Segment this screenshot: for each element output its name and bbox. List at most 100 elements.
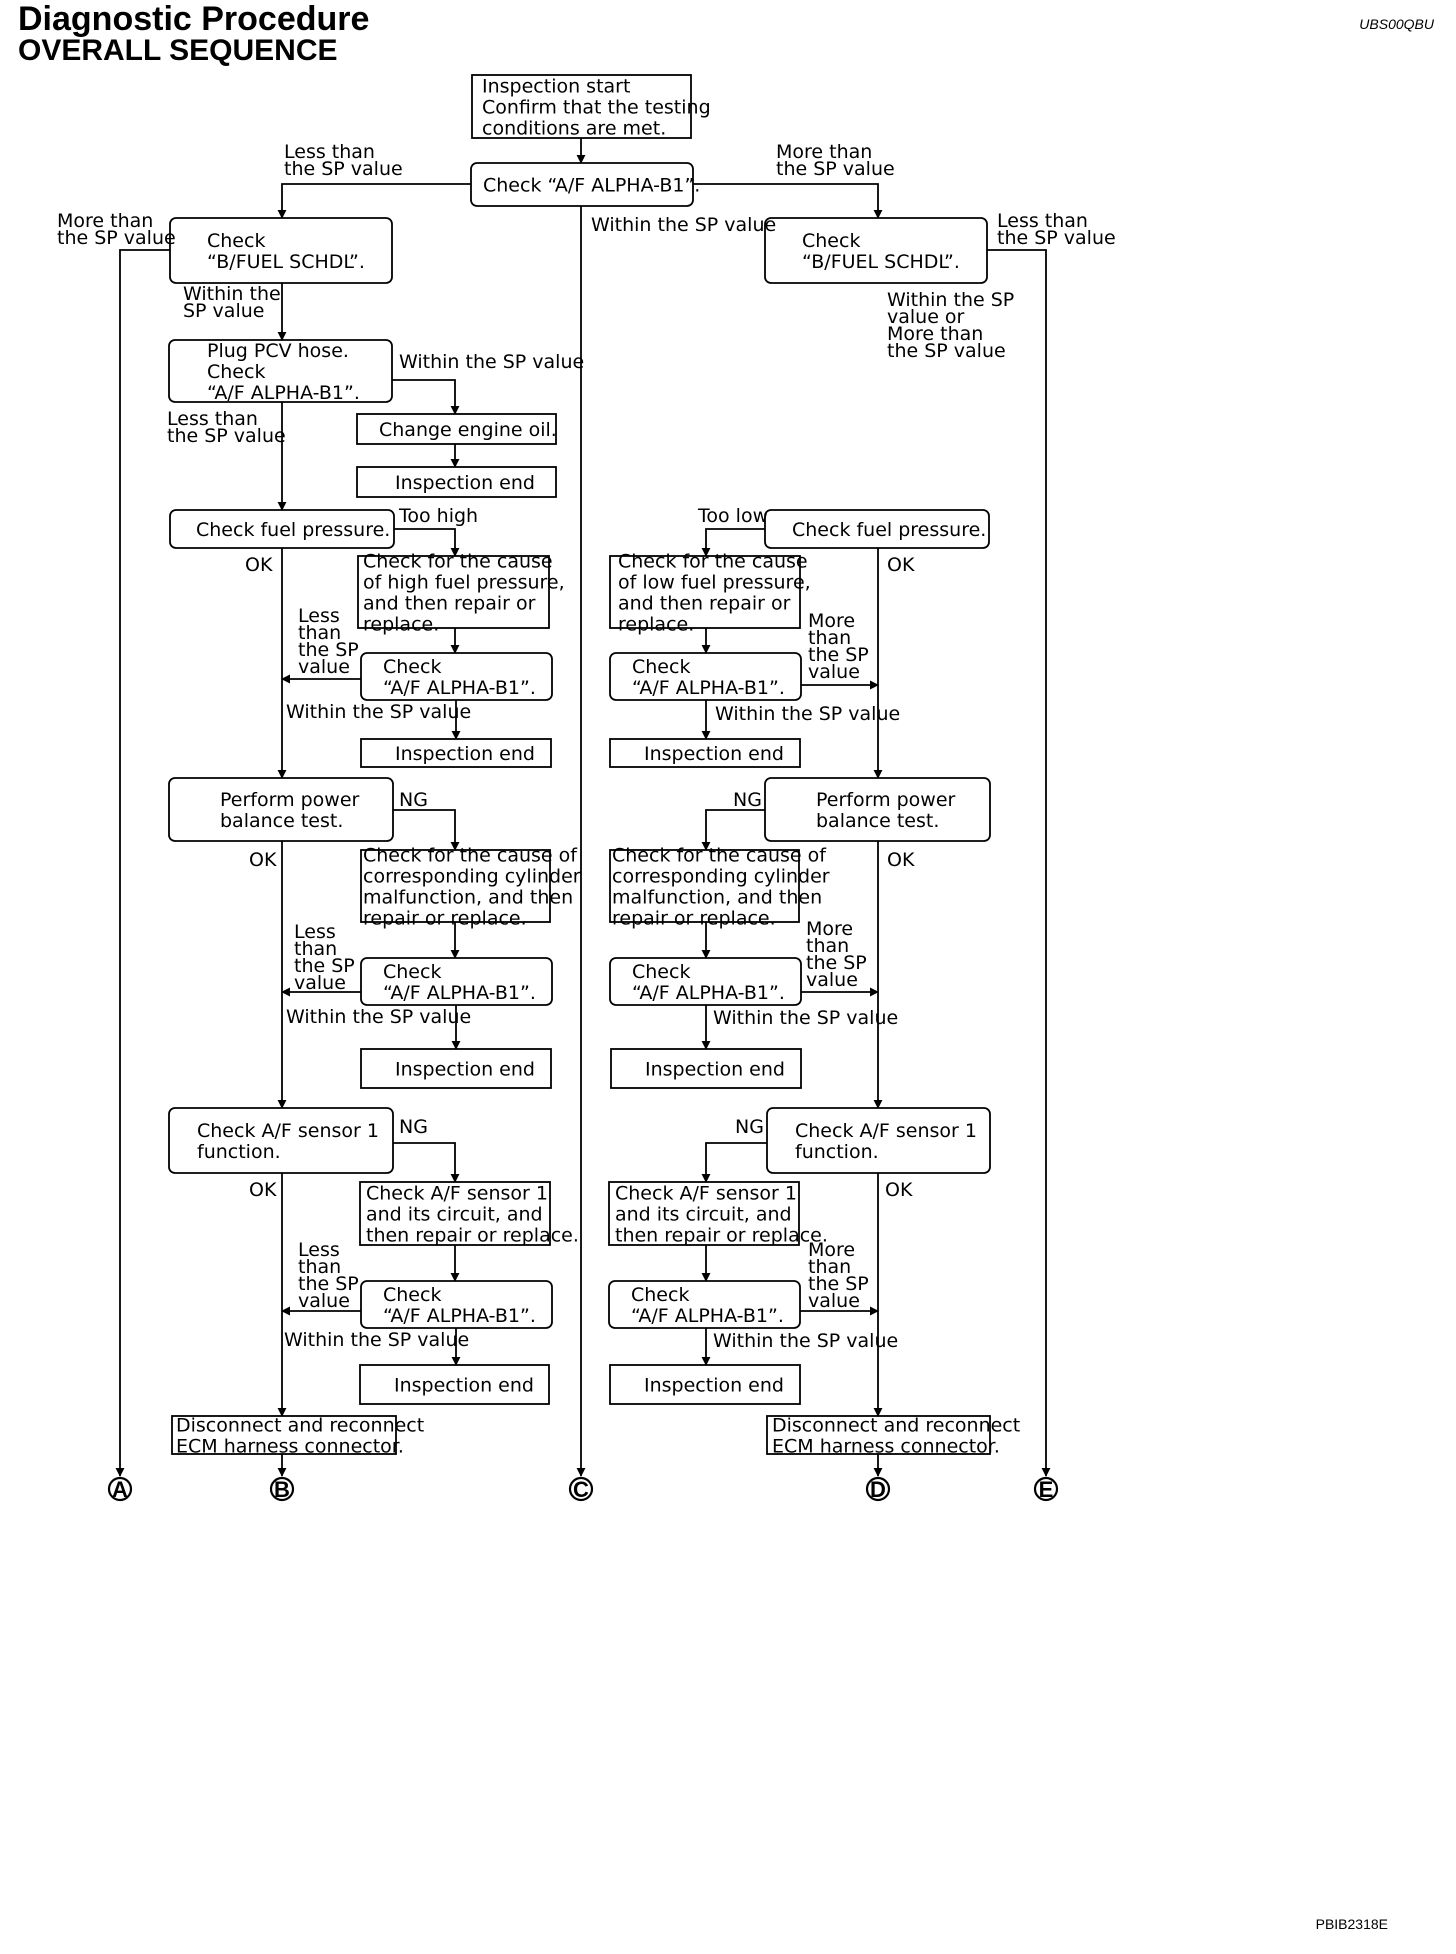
node-text-line: Check for the cause xyxy=(363,551,553,573)
node-text-line: “A/F ALPHA-B1”. xyxy=(383,982,536,1004)
node-text: Change engine oil. xyxy=(379,419,557,441)
node-text: Check“A/F ALPHA-B1”. xyxy=(632,656,785,699)
node-text-line: and its circuit, and xyxy=(366,1204,543,1226)
edge-label-line: value xyxy=(298,1290,350,1312)
node-box xyxy=(360,738,552,768)
edge-label-r-fp-ok: OK xyxy=(887,554,915,576)
edge-label-line: More than xyxy=(776,141,872,163)
edge-label-line: than xyxy=(808,1256,851,1278)
node-text-line: then repair or replace. xyxy=(366,1225,579,1247)
edge-label-l-afs-ok: OK xyxy=(249,1179,277,1201)
node-text-line: Inspection start xyxy=(482,76,630,98)
node-box xyxy=(169,509,395,549)
node-text: Check“B/FUEL SCHDL”. xyxy=(802,230,960,273)
edge-label-text: Within the SP value xyxy=(286,1006,471,1028)
node-box xyxy=(359,1364,550,1405)
node-box xyxy=(357,555,550,629)
edge-label-text: Within the SP value xyxy=(715,703,900,725)
edge-label-text: Too low xyxy=(697,505,768,527)
node-box xyxy=(471,74,692,139)
edge-label-line: More than xyxy=(57,210,153,232)
node-text-line: Check xyxy=(632,656,690,678)
node-r-end-3: Inspection end xyxy=(609,1364,801,1405)
node-text-line: ECM harness connector. xyxy=(772,1436,1000,1458)
node-text-line: of low fuel pressure, xyxy=(618,572,811,594)
edge-label-text: Within the SP value xyxy=(286,701,471,723)
edge-label-line: the SP value xyxy=(887,340,1006,362)
node-text-line: Inspection end xyxy=(395,472,535,494)
node-text-line: and then repair or xyxy=(363,593,536,615)
node-box xyxy=(168,777,394,842)
node-text-line: replace. xyxy=(363,614,439,636)
connector-label: B xyxy=(274,1477,290,1502)
node-text-line: of high fuel pressure, xyxy=(363,572,565,594)
connector-circle xyxy=(107,1476,133,1502)
connector-e: E xyxy=(1033,1476,1059,1502)
edge-label-line: the SP xyxy=(808,1273,869,1295)
edge-label-line: the SP value xyxy=(997,227,1116,249)
node-text-line: Change engine oil. xyxy=(379,419,557,441)
edge-label-line: Too low xyxy=(697,505,768,527)
edge-label-text: NG xyxy=(399,789,428,811)
node-l-alpha-2: Check“A/F ALPHA-B1”. xyxy=(360,957,553,1006)
edge-label-l-fp-high: Too high xyxy=(398,505,478,527)
node-text-line: Check xyxy=(207,230,265,252)
edge-label-l-a1-within: Within the SP value xyxy=(286,701,471,723)
edge-label-line: Within the SP value xyxy=(713,1330,898,1352)
edge-label-line: than xyxy=(808,627,851,649)
edge-label-line: Within the SP value xyxy=(713,1007,898,1029)
edge-label-text: Within the SP value xyxy=(713,1330,898,1352)
node-box xyxy=(360,957,553,1006)
edge-label-text: OK xyxy=(249,1179,277,1201)
node-box xyxy=(609,738,801,768)
node-box xyxy=(610,1048,802,1089)
node-text: Inspection end xyxy=(645,1059,785,1081)
edge-label-line: the SP xyxy=(808,644,869,666)
edge-label-line: NG xyxy=(733,789,762,811)
edge-label-l-pw-ng: NG xyxy=(399,789,428,811)
node-box xyxy=(609,652,802,701)
flow-arrow xyxy=(393,1142,460,1183)
node-text: Check“A/F ALPHA-B1”. xyxy=(383,1284,536,1327)
edge-label-line: Less than xyxy=(167,408,258,430)
node-text-line: Confirm that the testing xyxy=(482,97,711,119)
node-text-line: and then repair or xyxy=(618,593,791,615)
edge-label-line: Less xyxy=(298,605,340,627)
edge-label-line: value or xyxy=(887,306,965,328)
edge-label-line: OK xyxy=(245,554,273,576)
node-text: Check fuel pressure. xyxy=(196,519,390,541)
edge-label-line: than xyxy=(298,1256,341,1278)
node-box xyxy=(360,849,551,923)
edge-label-text: Too high xyxy=(398,505,478,527)
connector-label: C xyxy=(573,1477,589,1502)
connector-label: D xyxy=(870,1477,886,1502)
flow-arrow xyxy=(693,183,883,219)
edge-label-text: NG xyxy=(733,789,762,811)
node-text-line: Inspection end xyxy=(395,1059,535,1081)
node-r-fuel-press: Check fuel pressure. xyxy=(764,509,990,549)
node-text-line: Check “A/F ALPHA-B1”. xyxy=(483,175,700,197)
edge-label-line: the SP xyxy=(298,639,359,661)
node-box xyxy=(168,339,393,403)
edge-label-line: the SP xyxy=(298,1273,359,1295)
edge-label-line: OK xyxy=(885,1179,913,1201)
